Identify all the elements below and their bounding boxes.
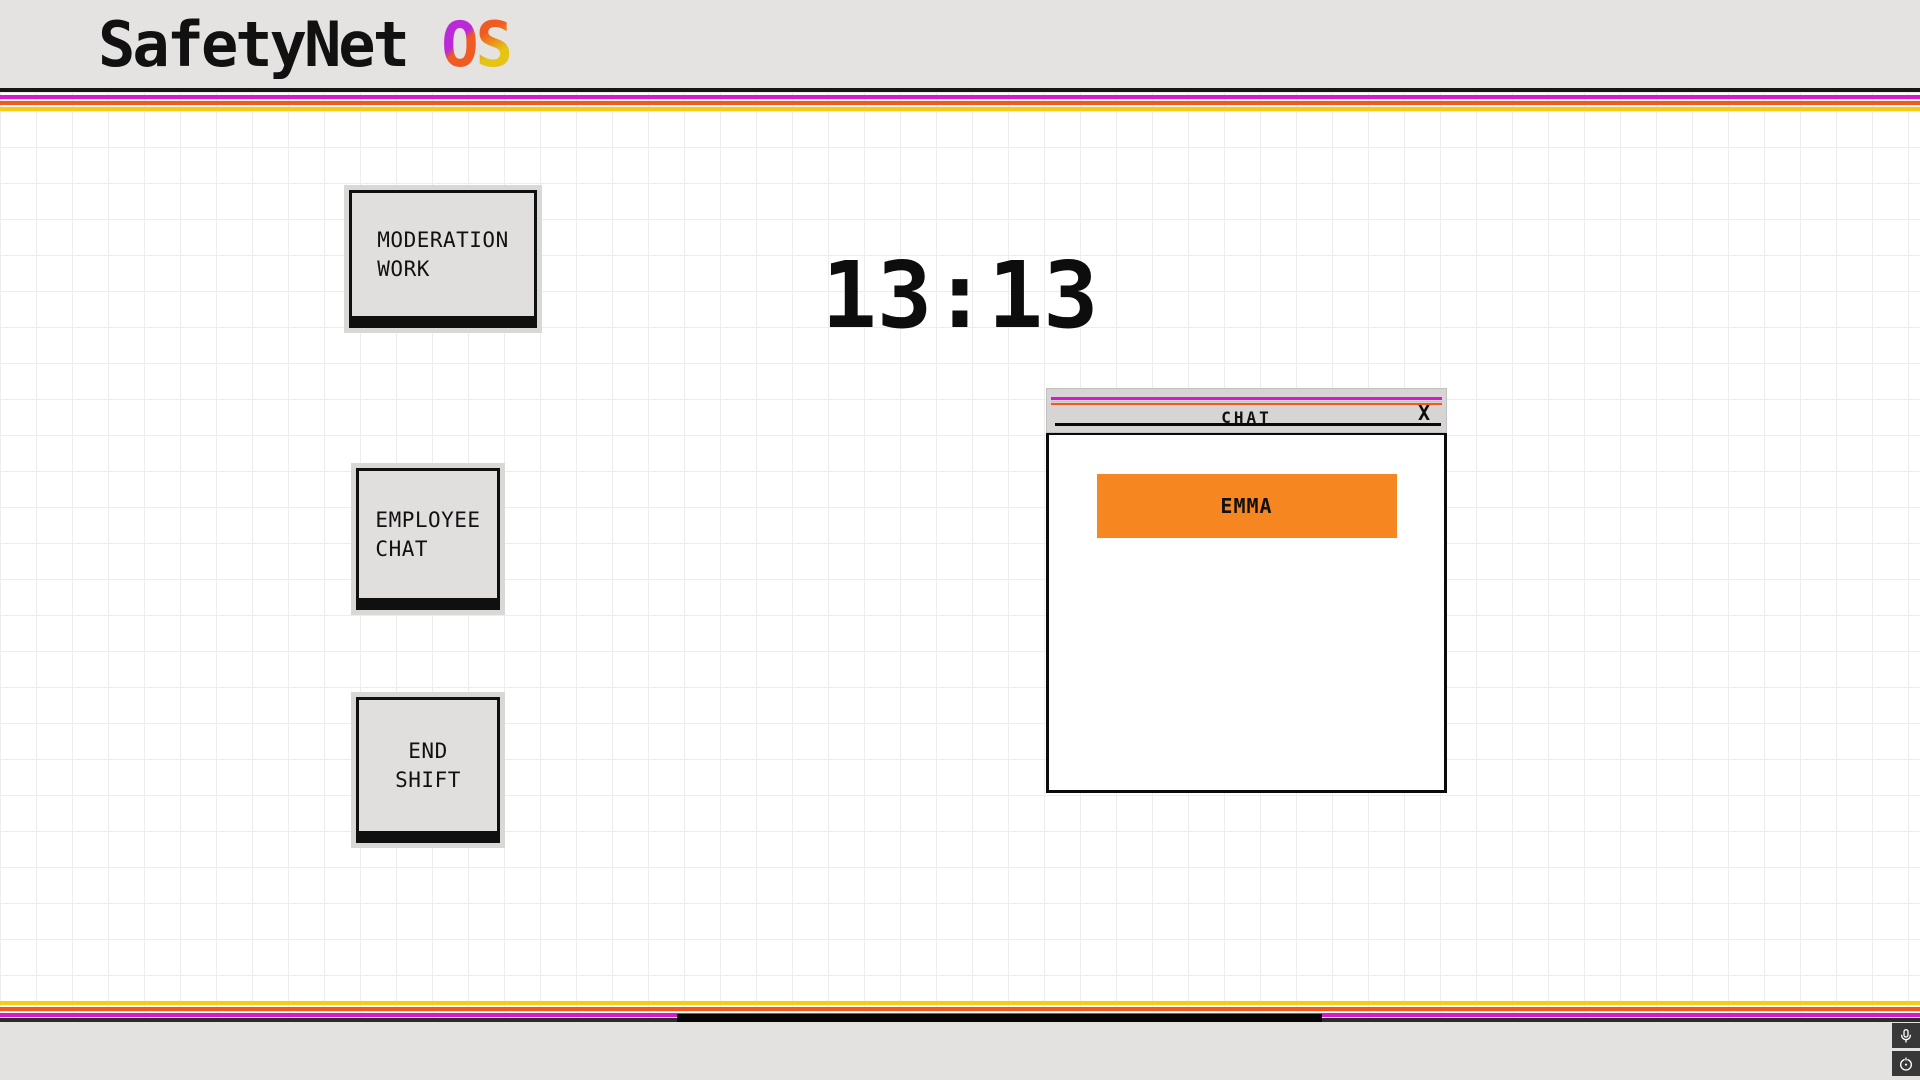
power-icon <box>1900 1055 1912 1071</box>
end-shift-button[interactable]: END SHIFT <box>351 692 505 848</box>
bottom-yellow-stripe <box>0 1001 1920 1005</box>
yellow-stripe <box>0 107 1920 111</box>
app-logo: SafetyNet OS <box>98 7 513 81</box>
offscreen-window-edge <box>677 1014 1322 1022</box>
brand-os-o: O <box>441 7 478 81</box>
chat-close-button[interactable]: X <box>1417 401 1430 425</box>
bottom-orange-stripe <box>0 1007 1920 1011</box>
chat-body: EMMA <box>1046 433 1447 793</box>
moderation-work-label: MODERATION WORK <box>377 227 509 281</box>
system-tray <box>1892 1023 1920 1076</box>
moderation-work-button[interactable]: MODERATION WORK <box>344 185 542 333</box>
clock: 13:13 <box>821 242 1099 349</box>
end-shift-label: END SHIFT <box>395 738 461 792</box>
employee-chat-label: EMPLOYEE CHAT <box>375 507 481 561</box>
header: SafetyNet OS <box>0 0 1920 92</box>
chat-titlebar[interactable]: CHAT X <box>1046 388 1447 433</box>
employee-chat-button[interactable]: EMPLOYEE CHAT <box>351 463 505 615</box>
orange-stripe <box>0 101 1920 105</box>
moderation-work-button-face[interactable]: MODERATION WORK <box>349 190 537 328</box>
desktop: MODERATION WORK EMPLOYEE CHAT END SHIFT … <box>0 111 1920 1022</box>
power-button[interactable] <box>1892 1051 1920 1076</box>
magenta-stripe <box>0 95 1920 99</box>
taskbar <box>0 1022 1920 1080</box>
brand-os-s: S <box>475 7 513 81</box>
titlebar-magenta-stripe <box>1051 397 1442 400</box>
employee-chat-button-face[interactable]: EMPLOYEE CHAT <box>356 468 500 610</box>
titlebar-orange-stripe <box>1051 403 1442 405</box>
brand-name: SafetyNet <box>98 7 410 81</box>
end-shift-button-face[interactable]: END SHIFT <box>356 697 500 843</box>
titlebar-underline <box>1055 423 1441 426</box>
microphone-button[interactable] <box>1892 1023 1920 1048</box>
chat-window: CHAT X EMMA <box>1046 388 1447 793</box>
chat-window-title: CHAT <box>1221 408 1272 427</box>
top-stripes <box>0 92 1920 111</box>
contact-emma-button[interactable]: EMMA <box>1096 474 1397 538</box>
titlebar-yellow-stripe <box>1051 401 1442 402</box>
microphone-icon <box>1901 1028 1911 1043</box>
